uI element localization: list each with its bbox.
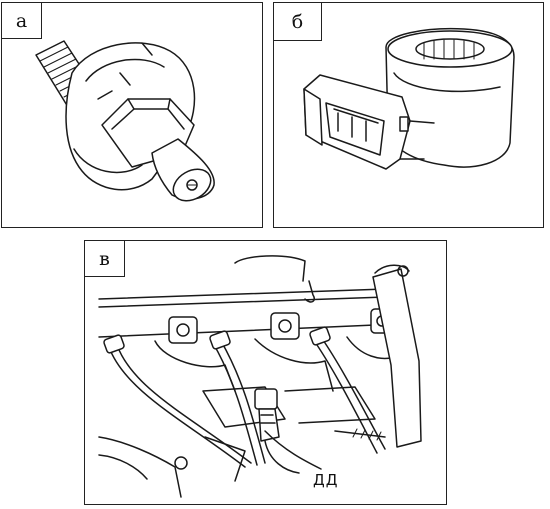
ignition-wires: [103, 326, 386, 468]
knock-sensor-callout: ДД: [313, 471, 339, 489]
panel-b: б: [273, 2, 544, 228]
threaded-sensor-drawing: [35, 40, 215, 202]
panel-a-label: а: [2, 3, 42, 39]
knock-sensor-installed: [254, 388, 300, 474]
knock-sensor-drawing: [303, 27, 515, 170]
panel-v-label: в: [85, 241, 125, 277]
panel-b-label: б: [274, 3, 322, 41]
panel-a: а: [1, 2, 263, 228]
panel-v: в: [84, 240, 447, 505]
engine-installation-drawing: [98, 255, 422, 498]
